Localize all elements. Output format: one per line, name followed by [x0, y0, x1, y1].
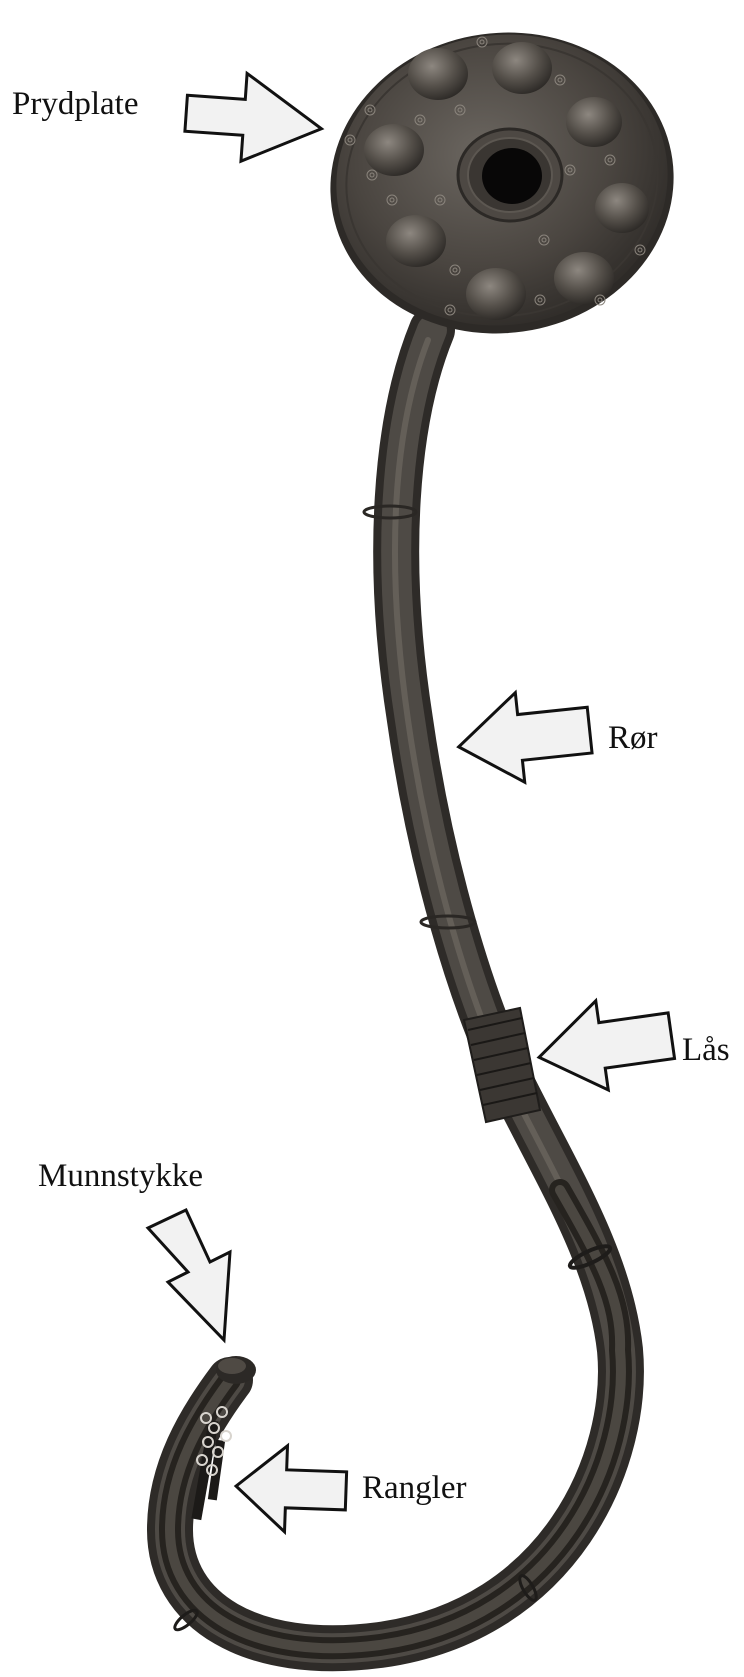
arrow-prydplate-icon	[183, 69, 325, 166]
label-rangler: Rangler	[362, 1472, 466, 1505]
label-las: Lås	[682, 1034, 730, 1067]
mouthpiece	[216, 1356, 256, 1384]
arrow-las-icon	[532, 991, 677, 1099]
tube	[170, 330, 621, 1648]
label-prydplate: Prydplate	[12, 88, 138, 121]
label-ror: Rør	[608, 722, 658, 755]
arrow-munnstykke-icon	[148, 1210, 230, 1340]
decorative-disc	[311, 11, 693, 356]
arrow-ror-icon	[454, 685, 595, 788]
lock-joint	[464, 1008, 540, 1122]
label-munnstykke: Munnstykke	[38, 1160, 203, 1193]
arrow-rangler-icon	[235, 1444, 348, 1534]
